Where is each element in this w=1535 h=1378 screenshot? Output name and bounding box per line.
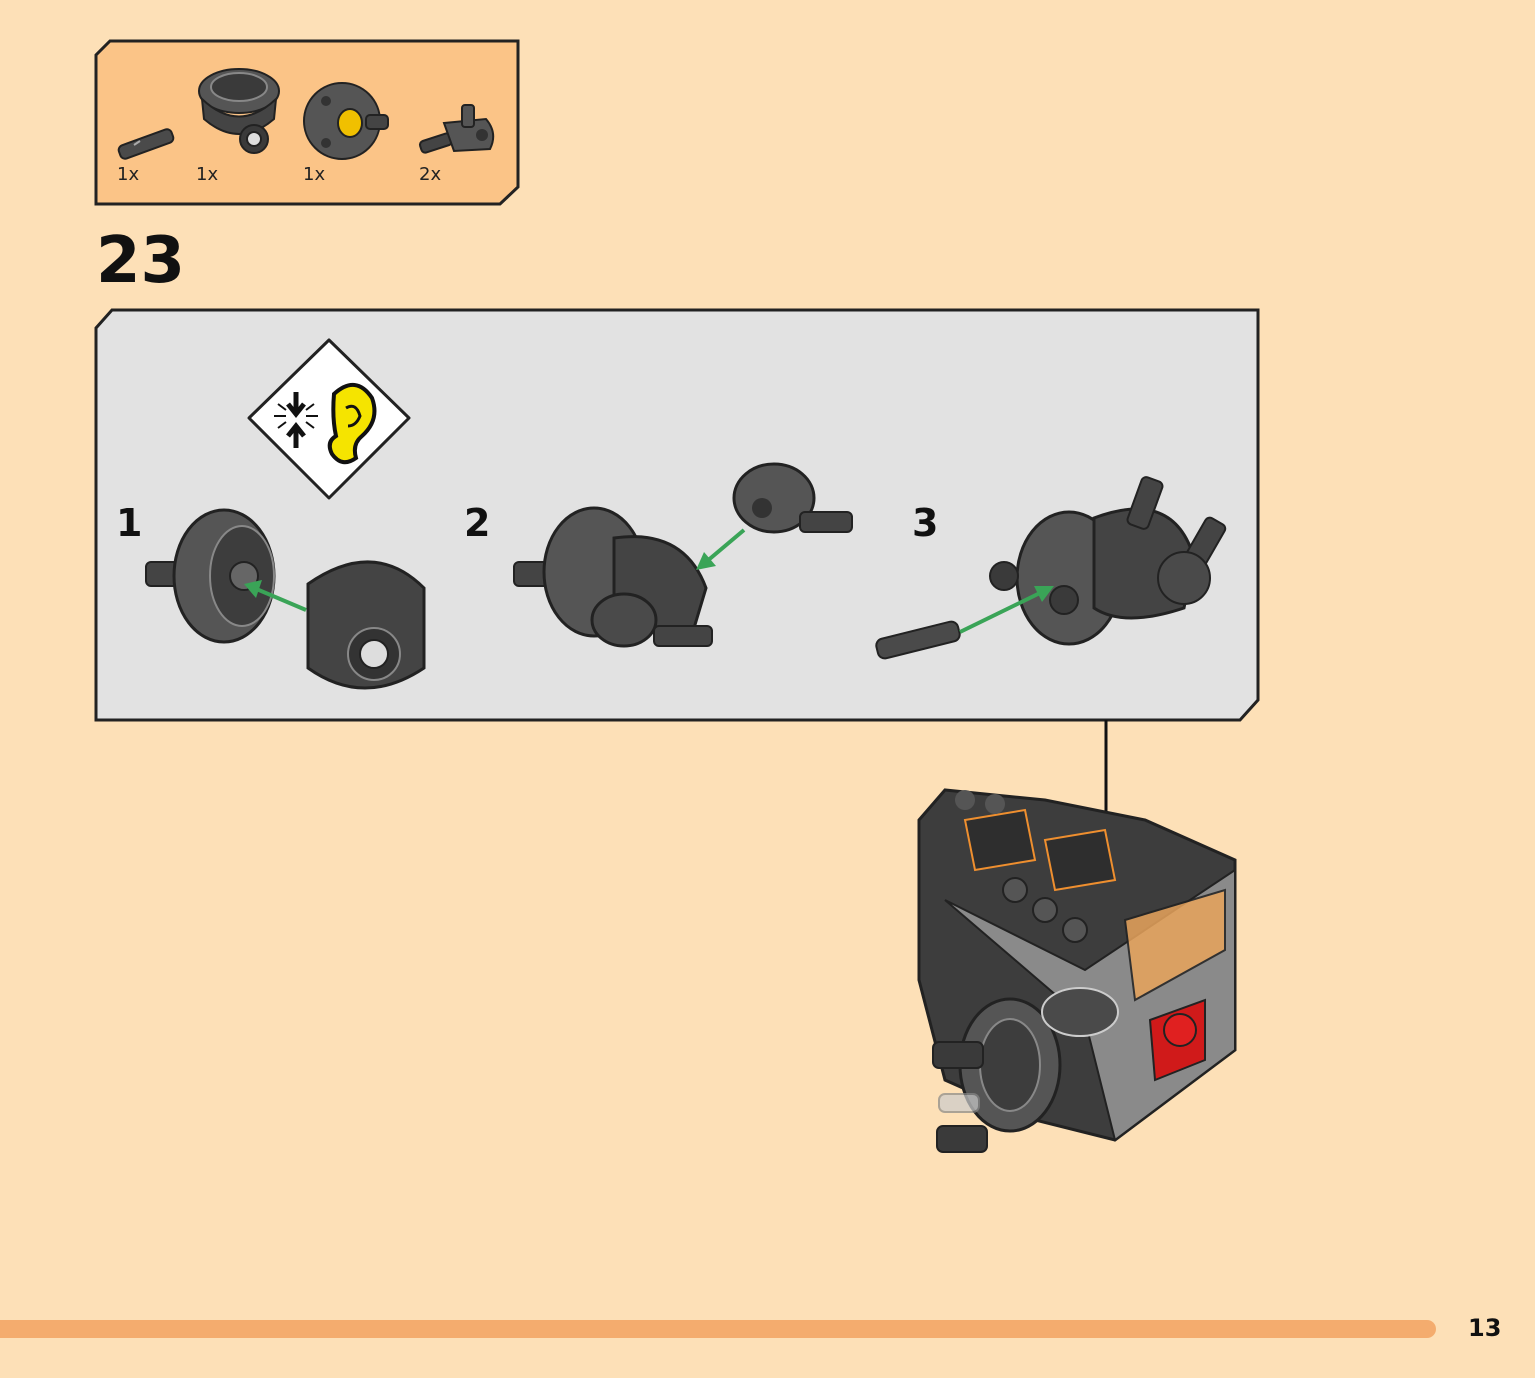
- sub-step-label-2: 2: [464, 501, 490, 545]
- part-qty-4: 2x: [419, 164, 441, 185]
- round-plate-with-pin-icon: [303, 82, 389, 160]
- sub-step-label-1: 1: [116, 501, 142, 545]
- sub-step-label-3: 3: [912, 501, 938, 545]
- part-qty-3: 1x: [303, 164, 325, 185]
- part-qty-1: 1x: [117, 164, 139, 185]
- ball-joint-axle-icon: [418, 104, 495, 154]
- parts-list-callout: 1x 1x 1x 2x: [94, 39, 520, 206]
- sub-step-3-illustration: [875, 476, 1227, 660]
- click-sound-ear-icon: [247, 338, 411, 500]
- sub-assembly-panel: 1 2 3: [94, 308, 1260, 722]
- step-number: 23: [96, 224, 186, 298]
- page-progress-bar: [0, 1320, 1436, 1338]
- turntable-base-icon: [198, 68, 280, 154]
- sub-step-1-illustration: [145, 508, 426, 690]
- main-model-illustration: [917, 720, 1237, 1153]
- connector-pin-icon: [117, 128, 175, 160]
- part-qty-2: 1x: [196, 164, 218, 185]
- sub-step-2-illustration: [513, 462, 853, 648]
- page-number: 13: [1468, 1314, 1502, 1342]
